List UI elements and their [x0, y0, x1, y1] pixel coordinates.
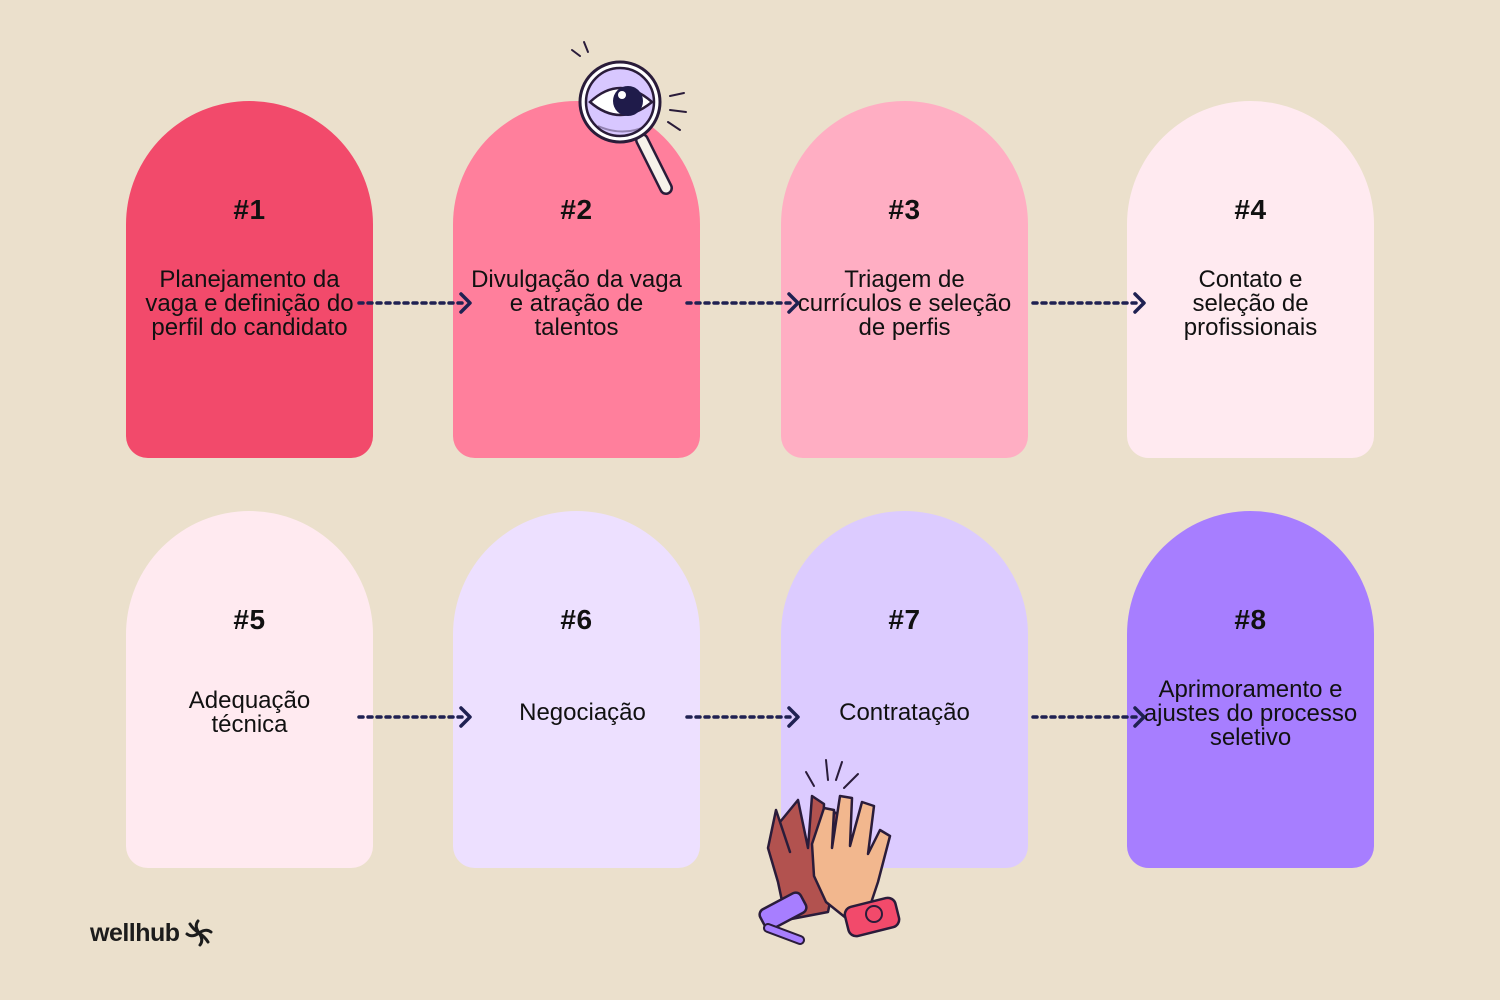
step-label: Negociação: [519, 699, 646, 726]
logo-text: wellhub: [90, 918, 180, 947]
step-number: #5: [233, 604, 266, 635]
arrow-1-to-2: [357, 292, 472, 314]
step-number: #2: [560, 194, 593, 225]
step-label: Adequação técnica: [188, 687, 311, 738]
step-label: Planejamento da vaga e definição do perf…: [145, 266, 354, 341]
magnifying-glass-eye-icon: [571, 41, 687, 195]
step-number: #4: [1234, 194, 1267, 225]
step-card-5: #5 Adequação técnica: [126, 511, 373, 868]
step-label: Contato e seleção de profissionais: [1183, 266, 1318, 341]
wellhub-logo: wellhub: [90, 918, 214, 948]
step-label: Divulgação da vaga e atração de talentos: [471, 266, 682, 341]
arrow-6-to-7: [685, 706, 800, 728]
step-card-4: #4 Contato e seleção de profissionais: [1127, 101, 1374, 458]
wellhub-flower-icon: [185, 919, 213, 947]
arrow-3-to-4: [1031, 292, 1146, 314]
step-label: Contratação: [839, 699, 970, 726]
arrow-7-to-8: [1031, 706, 1146, 728]
step-card-6: #6 Negociação: [453, 511, 700, 868]
step-label: Aprimoramento e ajustes do processo sele…: [1143, 676, 1358, 751]
step-card-3: #3 Triagem de currículos e seleção de pe…: [781, 101, 1028, 458]
step-number: #6: [560, 604, 593, 635]
step-number: #3: [888, 194, 921, 225]
step-card-8: #8 Aprimoramento e ajustes do processo s…: [1127, 511, 1374, 868]
step-number: #1: [233, 194, 266, 225]
step-card-1: #1 Planejamento da vaga e definição do p…: [126, 101, 373, 458]
arrow-5-to-6: [357, 706, 472, 728]
high-five-hands-icon: [758, 759, 901, 945]
step-label: Triagem de currículos e seleção de perfi…: [797, 266, 1012, 341]
step-number: #7: [888, 604, 921, 635]
step-number: #8: [1234, 604, 1267, 635]
arrow-2-to-3: [685, 292, 800, 314]
